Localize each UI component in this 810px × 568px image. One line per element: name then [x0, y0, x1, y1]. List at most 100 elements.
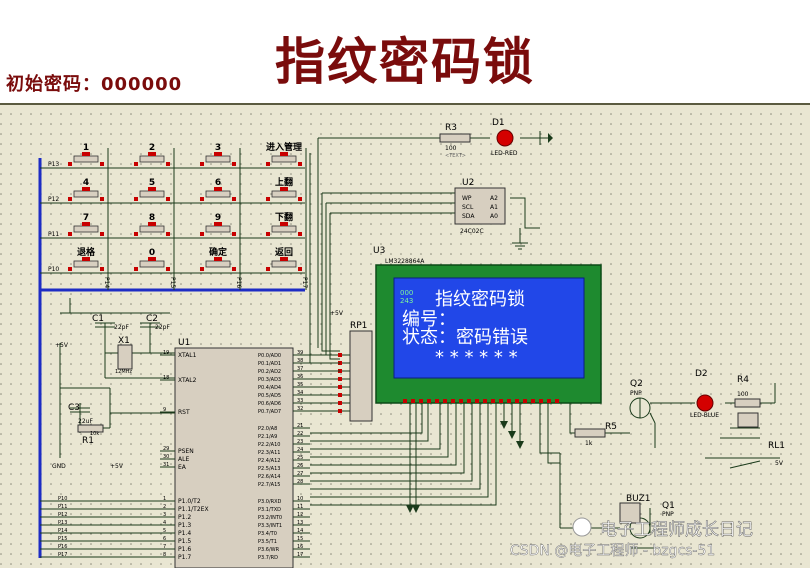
keypad-key-label: 确定: [209, 246, 228, 258]
keypad-key[interactable]: 9: [200, 213, 236, 236]
mcu-pin-name: P2.7/A15: [258, 482, 280, 488]
resistor-pack-rp1[interactable]: RP1 +5V: [330, 310, 373, 422]
svg-text:100: 100: [737, 391, 749, 398]
keypad-key[interactable]: 1: [68, 143, 104, 166]
keypad-wires: [40, 148, 307, 290]
mcu-pin-number: 31: [163, 462, 169, 468]
keypad-key-label: 3: [215, 143, 221, 153]
led-d1-red[interactable]: D1 LED-RED: [491, 118, 553, 157]
mcu-pin-name: P3.4/T0: [258, 531, 277, 537]
mcu-pin-name: RST: [178, 409, 190, 416]
mcu-pin-number: 35: [297, 382, 303, 388]
relay-coil[interactable]: [737, 412, 759, 428]
keypad-key[interactable]: 退格: [68, 246, 104, 271]
u2-label: U2: [462, 178, 474, 188]
mcu-pin-name: P3.2/INT0: [258, 515, 282, 521]
p1-net-label: P15: [58, 536, 67, 542]
svg-text:+5V: +5V: [110, 463, 124, 470]
mcu-pin-name: P2.4/A12: [258, 458, 280, 464]
buzzer-section[interactable]: [559, 453, 660, 549]
mcu-pin-number: 10: [297, 496, 303, 502]
keypad-key-label: 1: [83, 143, 89, 153]
mcu-pin-name: P2.1/A9: [258, 434, 277, 440]
keypad-key[interactable]: 8: [134, 213, 170, 236]
resistor-r3[interactable]: R3 100 <TEXT>: [439, 123, 471, 159]
keypad-key[interactable]: 返回: [266, 246, 302, 271]
eeprom-u2[interactable]: U2 WP SCL SDA A2 A1 A0 24C02C: [454, 178, 528, 250]
mcu-pin-name: P3.3/INT1: [258, 523, 282, 529]
u3-part: LM3228864A: [385, 258, 425, 265]
mcu-pin-number: 22: [297, 431, 303, 437]
svg-text:5V: 5V: [775, 460, 784, 467]
mcu-pin-number: 27: [297, 471, 303, 477]
mcu-pin-name: P2.5/A13: [258, 466, 280, 472]
mcu-pin-name: P2.6/A14: [258, 474, 280, 480]
svg-text:22uF: 22uF: [78, 418, 93, 425]
crystal-section[interactable]: [60, 298, 175, 379]
mcu-pin-name: P0.3/AD3: [258, 377, 281, 383]
p1-net-label: P13: [58, 520, 67, 526]
q1-label: Q1: [662, 501, 675, 511]
lcd-screen: [393, 277, 585, 379]
u1-label: U1: [178, 338, 190, 348]
p1-net-label: P16: [58, 544, 67, 550]
led-d2[interactable]: [696, 394, 714, 412]
reset-section[interactable]: [59, 343, 175, 458]
keypad-key[interactable]: 6: [200, 178, 236, 201]
mcu-pin-number: 32: [297, 406, 303, 412]
resistor-r5[interactable]: [574, 428, 606, 438]
resistor-r4[interactable]: [734, 398, 761, 408]
svg-text:1k: 1k: [585, 440, 593, 447]
mcu-pin-number: 26: [297, 463, 303, 469]
keypad-key[interactable]: 进入管理: [266, 141, 302, 166]
output-driver-section[interactable]: [610, 383, 780, 469]
keypad-key[interactable]: 下翻: [266, 211, 302, 236]
keypad-key[interactable]: 3: [200, 143, 236, 166]
lcd-module-u3[interactable]: U3 LM3228864A 000 243 指纹密码锁 编号： 状态：密码错误 …: [373, 246, 602, 404]
svg-text:A1: A1: [490, 204, 498, 211]
top-wires: [309, 137, 540, 363]
mcu-pin-name: P3.7/RD: [258, 555, 278, 561]
mcu-pin-name: P1.3: [178, 522, 191, 529]
mcu-pin-number: 39: [297, 350, 303, 356]
mcu-pin-number: 12: [297, 512, 303, 518]
keypad-col-label: P15: [169, 277, 176, 288]
r3-value: 100: [445, 145, 457, 152]
mcu-pin-number: 14: [297, 528, 303, 534]
lcd-line-2: 编号：: [402, 309, 456, 330]
d1-label: D1: [492, 118, 505, 128]
mcu-pin-number: 11: [297, 504, 303, 510]
p1-net-label: P10: [58, 496, 67, 502]
mcu-pin-name: P2.3/A11: [258, 450, 280, 456]
svg-text:22pF: 22pF: [155, 324, 170, 331]
keypad-key-label: 9: [215, 213, 221, 223]
keypad-key[interactable]: 5: [134, 178, 170, 201]
c1-label: C1: [92, 314, 104, 324]
svg-text:243: 243: [400, 297, 413, 305]
mcu-pin-number: 29: [163, 446, 169, 452]
keypad-key-label: 进入管理: [266, 141, 302, 153]
keypad-key[interactable]: 0: [134, 248, 170, 271]
keypad-key[interactable]: 上翻: [266, 176, 302, 201]
mcu-pin-name: P0.6/AD6: [258, 401, 281, 407]
mcu-pin-name: P1.0/T2: [178, 498, 201, 505]
mcu-pin-name: P3.1/TXD: [258, 507, 281, 513]
svg-text:SDA: SDA: [462, 213, 475, 220]
svg-text:SCL: SCL: [462, 204, 474, 211]
mcu-pin-name: P3.6/WR: [258, 547, 280, 553]
svg-text:A0: A0: [490, 213, 498, 220]
mcu-pin-name: ALE: [178, 456, 189, 463]
keypad-key[interactable]: 7: [68, 213, 104, 236]
keypad-key[interactable]: 确定: [200, 246, 236, 271]
p1-net-label: P17: [58, 552, 67, 558]
mcu-pin-name: P1.6: [178, 546, 191, 553]
keypad-key[interactable]: 2: [134, 143, 170, 166]
keypad-key[interactable]: 4: [68, 178, 104, 201]
buz1-label: BUZ1: [626, 494, 651, 504]
keypad-key-label: 8: [149, 213, 155, 223]
svg-text:PNP: PNP: [662, 511, 674, 518]
watermark: 电子工程师成长日记 CSDN @电子工程师 - bzgcs-51: [510, 517, 753, 559]
